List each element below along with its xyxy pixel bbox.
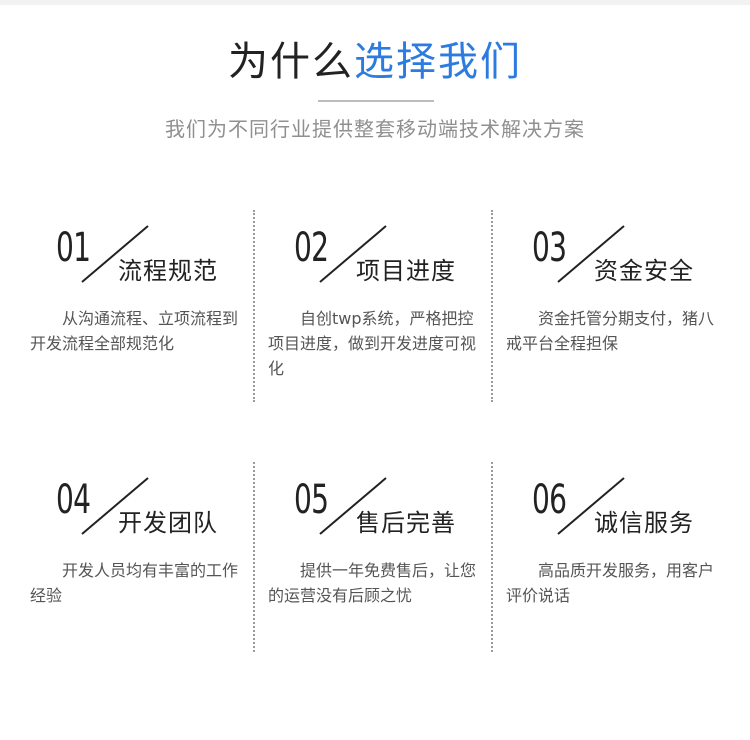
top-strip	[0, 0, 750, 5]
feature-description: 提供一年免费售后，让您的运营没有后顾之忧	[268, 561, 477, 605]
title-plain: 为什么	[228, 39, 354, 85]
column-divider	[491, 462, 493, 652]
feature-title: 资金安全	[594, 257, 694, 285]
feature-title: 诚信服务	[594, 509, 694, 537]
feature-card-04: 04 开发团队 开发人员均有丰富的工作经验	[30, 460, 266, 660]
slash-icon	[81, 477, 149, 535]
column-divider	[253, 462, 255, 652]
feature-number: 02	[294, 225, 329, 271]
slash-icon	[81, 225, 149, 283]
feature-title: 开发团队	[118, 509, 218, 537]
feature-card-05: 05 售后完善 提供一年免费售后，让您的运营没有后顾之忧	[268, 460, 504, 660]
feature-card-01: 01 流程规范 从沟通流程、立项流程到开发流程全部规范化	[30, 208, 266, 408]
feature-number: 05	[294, 477, 329, 523]
title-divider	[318, 100, 434, 102]
feature-description: 资金托管分期支付，猪八戒平台全程担保	[506, 309, 715, 353]
title-accent: 选择我们	[354, 39, 522, 85]
feature-title: 流程规范	[118, 257, 218, 285]
page-title: 为什么选择我们	[0, 38, 750, 86]
feature-number: 03	[532, 225, 567, 271]
feature-description: 开发人员均有丰富的工作经验	[30, 561, 239, 605]
column-divider	[491, 210, 493, 402]
page-subtitle: 我们为不同行业提供整套移动端技术解决方案	[165, 117, 585, 141]
feature-number: 04	[56, 477, 91, 523]
feature-card-06: 06 诚信服务 高品质开发服务，用客户评价说话	[506, 460, 742, 660]
feature-description: 自创twp系统，严格把控项目进度，做到开发进度可视化	[268, 309, 477, 378]
feature-title: 项目进度	[356, 257, 456, 285]
feature-card-02: 02 项目进度 自创twp系统，严格把控项目进度，做到开发进度可视化	[268, 208, 504, 408]
slash-icon	[557, 225, 625, 283]
feature-description: 高品质开发服务，用客户评价说话	[506, 561, 715, 605]
feature-description: 从沟通流程、立项流程到开发流程全部规范化	[30, 309, 239, 353]
slash-icon	[557, 477, 625, 535]
column-divider	[253, 210, 255, 402]
slash-icon	[319, 477, 387, 535]
feature-number: 06	[532, 477, 567, 523]
feature-number: 01	[56, 225, 91, 271]
feature-card-03: 03 资金安全 资金托管分期支付，猪八戒平台全程担保	[506, 208, 742, 408]
slash-icon	[319, 225, 387, 283]
feature-title: 售后完善	[356, 509, 456, 537]
